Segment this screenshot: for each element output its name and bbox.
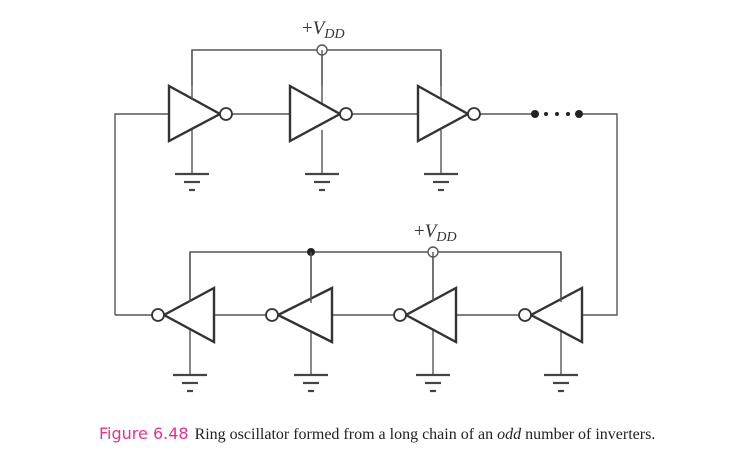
ellipsis-dot bbox=[544, 112, 548, 116]
figure-number: Figure 6.48 bbox=[99, 424, 189, 443]
top-signal-wires bbox=[114, 113, 618, 316]
inverter-triangle bbox=[275, 286, 334, 344]
figure-caption: Figure 6.48 Ring oscillator formed from a… bbox=[99, 424, 655, 444]
bottom-supply-rail bbox=[189, 251, 562, 300]
inverter-top-2 bbox=[288, 50, 353, 174]
continuation-ellipsis bbox=[531, 110, 583, 118]
ground-icon bbox=[175, 172, 209, 192]
bottom-vdd-label: +VDD bbox=[414, 221, 457, 245]
ground-icon bbox=[424, 172, 458, 192]
ellipsis-dot bbox=[566, 112, 570, 116]
inverter-bubble bbox=[467, 107, 481, 121]
top-supply-rail bbox=[191, 49, 442, 86]
inverter-bubble bbox=[518, 308, 532, 322]
inverter-bubble bbox=[151, 308, 165, 322]
ground-icon bbox=[294, 373, 328, 393]
inverter-bubble bbox=[265, 308, 279, 322]
inverter-top-1 bbox=[167, 50, 233, 174]
inverter-bottom-1 bbox=[151, 252, 216, 374]
inverter-triangle bbox=[167, 83, 223, 143]
inverter-bottom-2 bbox=[265, 252, 334, 374]
top-vdd-label: +VDD bbox=[302, 18, 345, 42]
ground-icon bbox=[416, 373, 450, 393]
ground-icon bbox=[173, 373, 207, 393]
inverter-bubble bbox=[393, 308, 407, 322]
figure-caption-text: Ring oscillator formed from a long chain… bbox=[194, 426, 656, 443]
inverter-bottom-4 bbox=[518, 252, 584, 374]
inverter-triangle bbox=[528, 286, 584, 344]
inverter-triangle bbox=[161, 285, 216, 345]
ellipsis-dot bbox=[575, 110, 583, 118]
ground-icon bbox=[544, 373, 578, 393]
inverter-bottom-3 bbox=[393, 252, 458, 374]
inverter-triangle bbox=[403, 285, 458, 345]
ellipsis-dot bbox=[555, 112, 559, 116]
ground-icon bbox=[305, 172, 339, 192]
inverter-top-3 bbox=[416, 50, 481, 174]
ellipsis-dot bbox=[531, 110, 539, 118]
inverter-bubble bbox=[339, 107, 353, 121]
inverter-triangle bbox=[288, 83, 343, 144]
inverter-triangle bbox=[416, 83, 471, 144]
inverter-bubble bbox=[219, 107, 233, 121]
